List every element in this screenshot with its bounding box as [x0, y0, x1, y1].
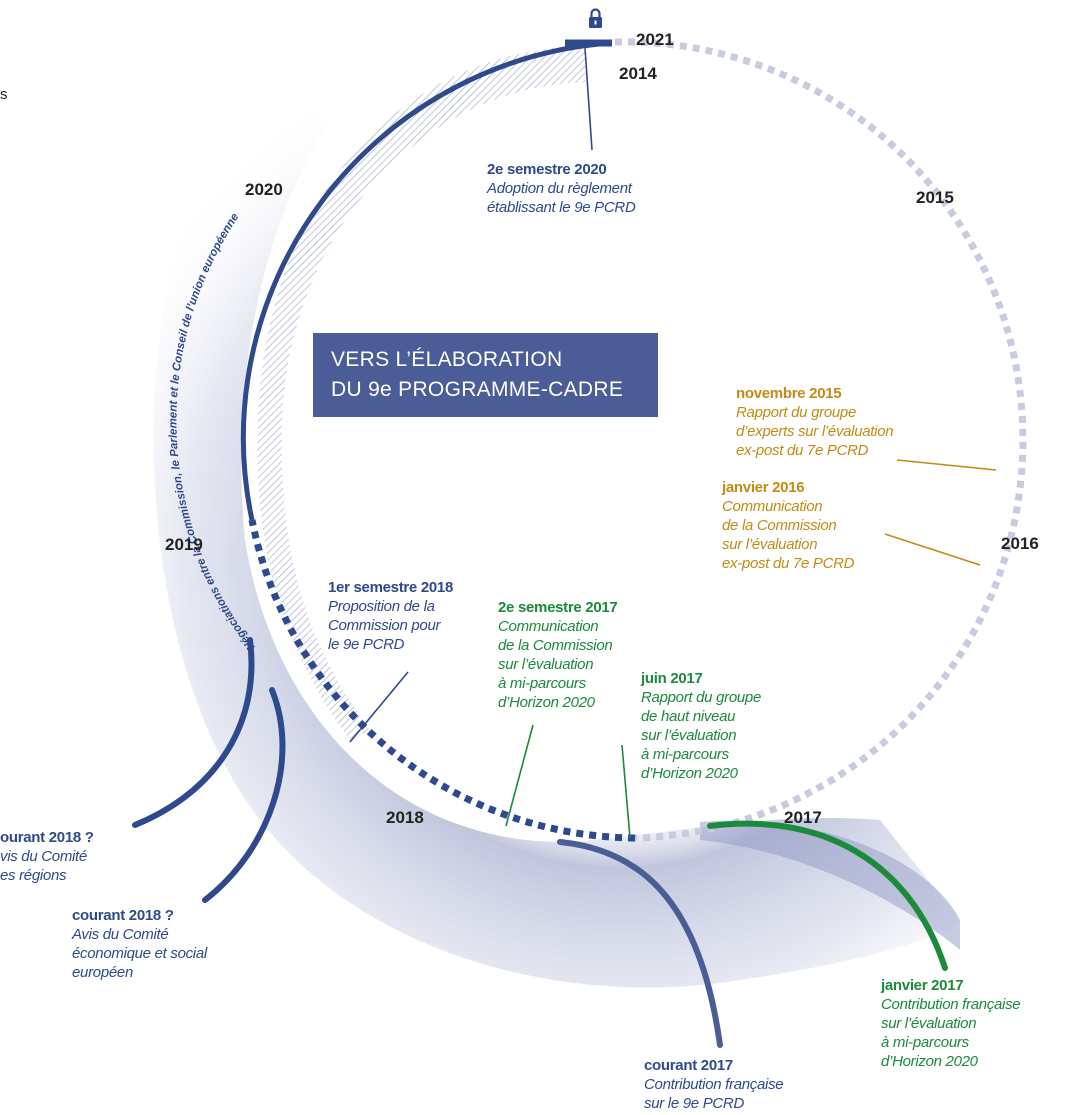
title-box: VERS L’ÉLABORATION DU 9e PROGRAMME-CADRE	[313, 333, 658, 417]
green-shadow	[700, 820, 960, 950]
event-line: économique et social	[72, 945, 207, 962]
event-date: courant 2018 ?	[72, 907, 174, 924]
event-line: Communication	[498, 618, 599, 635]
event-line: sur l’évaluation	[881, 1015, 977, 1032]
hatched-band	[257, 46, 585, 740]
branch-cese	[202, 687, 286, 903]
event-courant-2017: courant 2017 Contribution française sur …	[644, 1056, 784, 1113]
event-line: d’experts sur l’évaluation	[736, 423, 894, 440]
event-line: Adoption du règlement	[487, 180, 632, 197]
event-line: Commission pour	[328, 617, 441, 634]
year-2017: 2017	[784, 808, 822, 827]
event-date: novembre 2015	[736, 385, 842, 402]
event-line: Communication	[722, 498, 823, 515]
event-line: sur l’évaluation	[498, 656, 594, 673]
event-date: 2e semestre 2017	[498, 599, 618, 616]
event-line: d’Horizon 2020	[881, 1053, 978, 1070]
event-courant-2018-regions: ourant 2018 ? vis du Comité es régions	[0, 828, 94, 885]
event-line: à mi-parcours	[641, 746, 729, 763]
event-s2-2020: 2e semestre 2020 Adoption du règlement é…	[487, 160, 636, 217]
event-nov-2015: novembre 2015 Rapport du groupe d’expert…	[736, 384, 894, 460]
event-s1-2018: 1er semestre 2018 Proposition de la Comm…	[328, 578, 453, 654]
event-date: juin 2017	[641, 670, 703, 687]
event-line: ex-post du 7e PCRD	[736, 442, 869, 459]
event-line: de haut niveau	[641, 708, 736, 725]
event-line: d’Horizon 2020	[641, 765, 738, 782]
dashed-ring-bottom	[248, 519, 636, 842]
event-s2-2017: 2e semestre 2017 Communication de la Com…	[498, 598, 618, 712]
event-date: 1er semestre 2018	[328, 579, 454, 596]
event-line: es régions	[0, 867, 67, 884]
event-line: sur l’évaluation	[641, 727, 737, 744]
event-line: de la Commission	[498, 637, 613, 654]
event-date: janvier 2017	[881, 977, 964, 994]
event-date: ourant 2018 ?	[0, 829, 94, 846]
event-line: Rapport du groupe	[736, 404, 856, 421]
event-date: 2e semestre 2020	[487, 161, 607, 178]
year-2015: 2015	[916, 188, 954, 207]
event-line: d’Horizon 2020	[498, 694, 595, 711]
event-date: janvier 2016	[722, 479, 805, 496]
leader-nov2015	[896, 459, 997, 471]
event-line: vis du Comité	[0, 848, 87, 865]
event-courant-2018-cese: courant 2018 ? Avis du Comité économique…	[72, 906, 207, 982]
solid-arc	[240, 40, 611, 521]
year-2014: 2014	[619, 64, 657, 83]
title-line-1: VERS L’ÉLABORATION	[331, 348, 563, 371]
leader-s2-2017	[505, 724, 534, 827]
event-line: Avis du Comité	[72, 926, 169, 943]
leader-jun2017	[621, 744, 631, 839]
event-jan-2017: janvier 2017 Contribution française sur …	[881, 976, 1021, 1071]
leader-s1-2018	[349, 671, 409, 743]
event-line: européen	[72, 964, 133, 981]
year-2020: 2020	[245, 180, 283, 199]
leader-2020	[584, 47, 593, 151]
event-line: sur le 9e PCRD	[644, 1095, 745, 1112]
event-line: ex-post du 7e PCRD	[722, 555, 855, 572]
event-date: courant 2017	[644, 1057, 733, 1074]
year-2018: 2018	[386, 808, 424, 827]
leader-jan2016	[884, 533, 981, 566]
branch-regions	[132, 637, 255, 828]
event-line: sur l’évaluation	[722, 536, 818, 553]
branch-contribution-2017	[557, 839, 723, 1048]
branch-green-2017	[707, 820, 948, 971]
shadow-halo	[153, 80, 960, 988]
edge-fragment: s	[0, 86, 8, 103]
event-line: de la Commission	[722, 517, 837, 534]
event-line: Contribution française	[881, 996, 1021, 1013]
event-jun-2017: juin 2017 Rapport du groupe de haut nive…	[641, 669, 761, 783]
event-line: Rapport du groupe	[641, 689, 761, 706]
year-2021: 2021	[636, 30, 674, 49]
event-line: Contribution française	[644, 1076, 784, 1093]
year-2019: 2019	[165, 535, 203, 554]
event-line: à mi-parcours	[881, 1034, 969, 1051]
title-line-2: DU 9e PROGRAMME-CADRE	[331, 378, 624, 401]
event-line: à mi-parcours	[498, 675, 586, 692]
lock-icon	[589, 8, 602, 28]
event-line: établissant le 9e PCRD	[487, 199, 636, 216]
year-2016: 2016	[1001, 534, 1039, 553]
event-line: le 9e PCRD	[328, 636, 405, 653]
event-line: Proposition de la	[328, 598, 435, 615]
event-jan-2016: janvier 2016 Communication de la Commiss…	[722, 478, 854, 573]
dashed-ring-right	[614, 38, 1027, 842]
